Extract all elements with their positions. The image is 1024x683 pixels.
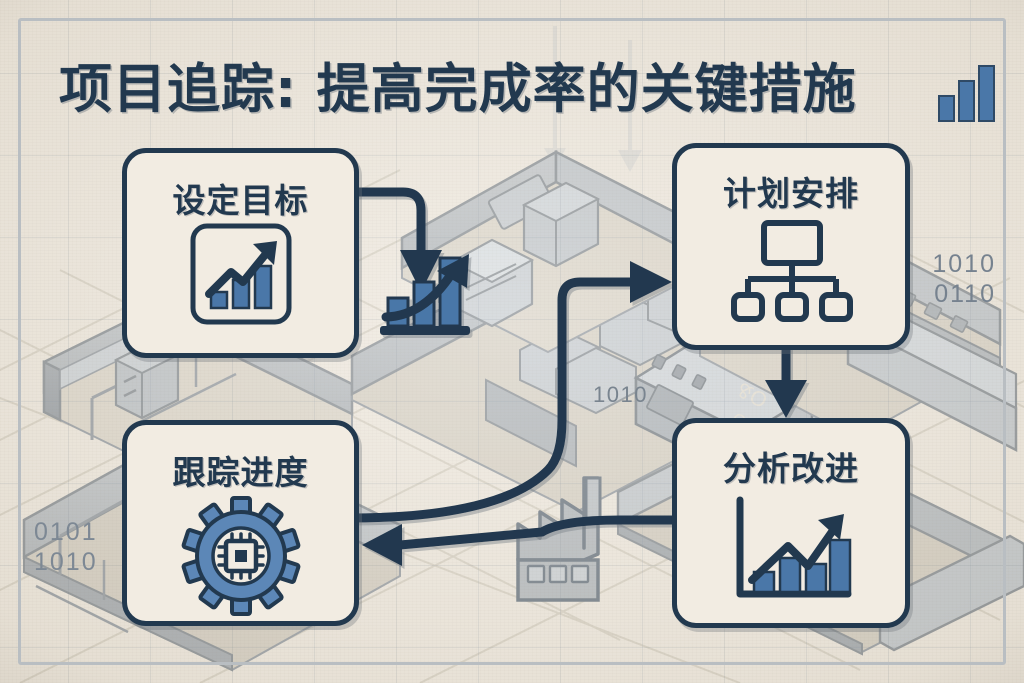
iso-building-top-center	[400, 149, 696, 354]
page-title: 项目追踪: 提高完成率的关键措施	[59, 59, 857, 120]
card-set-goals-label: 设定目标	[172, 181, 309, 220]
bar-chart-icon	[938, 65, 995, 122]
mini-bar-chart	[380, 254, 470, 335]
gear-chip-icon	[181, 496, 300, 616]
binary-decoration-left: 0101 1010	[34, 518, 98, 576]
card-track-progress-label: 跟踪进度	[172, 453, 309, 492]
axis-chart-icon	[736, 496, 852, 598]
factory-icon	[516, 476, 602, 602]
iso-wall-bottom-right	[878, 534, 1024, 652]
org-chart-icon	[731, 220, 853, 322]
arrow-analyze-to-track	[362, 515, 677, 566]
card-set-goals[interactable]: 设定目标	[122, 148, 359, 358]
arrow-goal-to-mini-chart	[344, 187, 442, 292]
title-band: 项目追踪: 提高完成率的关键措施	[21, 21, 1003, 125]
binary-decoration-right: 1010 0110	[932, 250, 996, 308]
card-planning-label: 计划安排	[723, 174, 859, 213]
arrow-plan-to-analyze	[765, 335, 807, 418]
arrow-track-to-plan	[344, 261, 672, 523]
card-analyze-improve-label: 分析改进	[723, 449, 859, 488]
card-track-progress[interactable]: 跟踪进度	[122, 420, 359, 626]
growth-chart-icon	[190, 223, 291, 325]
binary-decoration-center: 1010	[593, 382, 648, 407]
card-planning[interactable]: 计划安排	[672, 143, 910, 350]
card-analyze-improve[interactable]: 分析改进	[672, 418, 910, 628]
